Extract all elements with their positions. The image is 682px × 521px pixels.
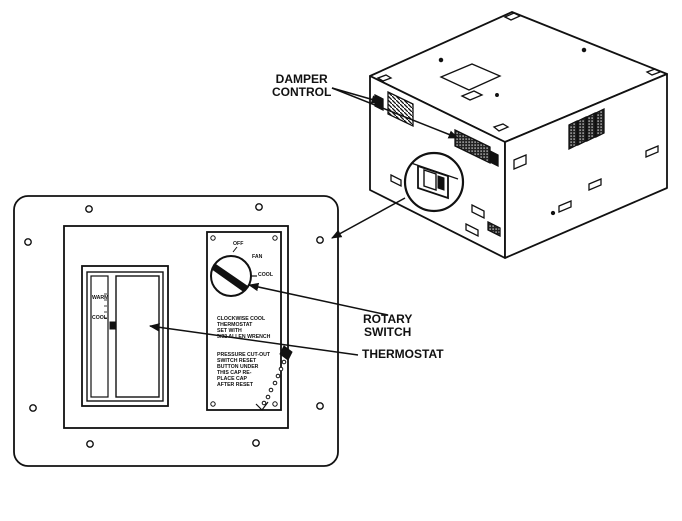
damper-arrow-1 (331, 87, 383, 104)
thermostat-assembly (81, 265, 169, 407)
reset-note-line-2: SWITCH RESET (217, 358, 257, 364)
ac-unit (369, 11, 668, 259)
rotary-switch-line-1: ROTARY (363, 312, 413, 326)
leader-lines (148, 87, 459, 356)
mounting-holes (24, 203, 324, 448)
reset-note-line-5: PLACE CAP (217, 376, 247, 382)
damper-arrow-2 (331, 87, 459, 139)
thermostat-cover (115, 275, 160, 398)
thermostat-note-line-4: 5/32 ALLEN WRENCH (217, 334, 271, 340)
magnifier-circle (403, 151, 465, 213)
switch-pos-off: OFF (233, 241, 244, 247)
reset-note: PRESSURE CUT-OUT SWITCH RESET BUTTON UND… (217, 352, 270, 388)
rotary-switch-label: ROTARY SWITCH (363, 313, 412, 339)
magnifier-arrow (331, 197, 406, 239)
damper-control-label: DAMPER CONTROL (272, 73, 331, 99)
unit-right-face-details (513, 107, 659, 216)
damper-lever-right (489, 149, 499, 168)
thermostat-arrow (148, 323, 359, 356)
reset-note-line-6: AFTER RESET (217, 382, 254, 388)
top-access-slot (460, 90, 484, 101)
rotary-switch-line-2: SWITCH (364, 325, 412, 339)
thermostat-scale-cool: COOL (92, 315, 107, 321)
rotary-knob-bar (211, 263, 248, 292)
unit-top-details (376, 12, 662, 132)
thermostat-scale-ticks (104, 293, 107, 319)
unit-right-face (504, 73, 668, 259)
thermostat-scale-strip (90, 275, 109, 398)
switch-plate (206, 231, 293, 411)
rotary-switch-arrow (247, 282, 389, 316)
right-grille-4 (595, 107, 605, 139)
thermostat-pointer (109, 321, 116, 330)
reset-cap (279, 345, 293, 361)
right-grille-2 (577, 115, 587, 147)
thermostat-note-line-2: THERMOSTAT (217, 322, 253, 328)
thermostat-adjust-note: CLOCKWISE COOL THERMOSTAT SET WITH 5/32 … (217, 316, 270, 340)
thermostat-note-line-1: CLOCKWISE COOL (217, 316, 266, 322)
reset-note-line-3: BUTTON UNDER (217, 364, 259, 370)
right-grille-1 (568, 119, 578, 151)
reset-note-line-4: THIS CAP RE- (217, 370, 252, 376)
damper-control-line-1: DAMPER (275, 72, 328, 86)
thermostat-scale-warm: WARM (92, 295, 109, 301)
switch-pos-cool: COOL (258, 272, 273, 278)
right-grille-3 (586, 111, 596, 143)
reset-note-line-1: PRESSURE CUT-OUT (217, 352, 271, 358)
magnifier (403, 151, 465, 213)
top-access-plate (439, 63, 502, 91)
thermostat-label: THERMOSTAT (362, 347, 444, 361)
damper-control-line-2: CONTROL (272, 85, 332, 99)
left-louver-lower (454, 128, 491, 165)
thermostat-note-line-3: SET WITH (217, 328, 242, 334)
switch-pos-fan: FAN (252, 254, 263, 260)
